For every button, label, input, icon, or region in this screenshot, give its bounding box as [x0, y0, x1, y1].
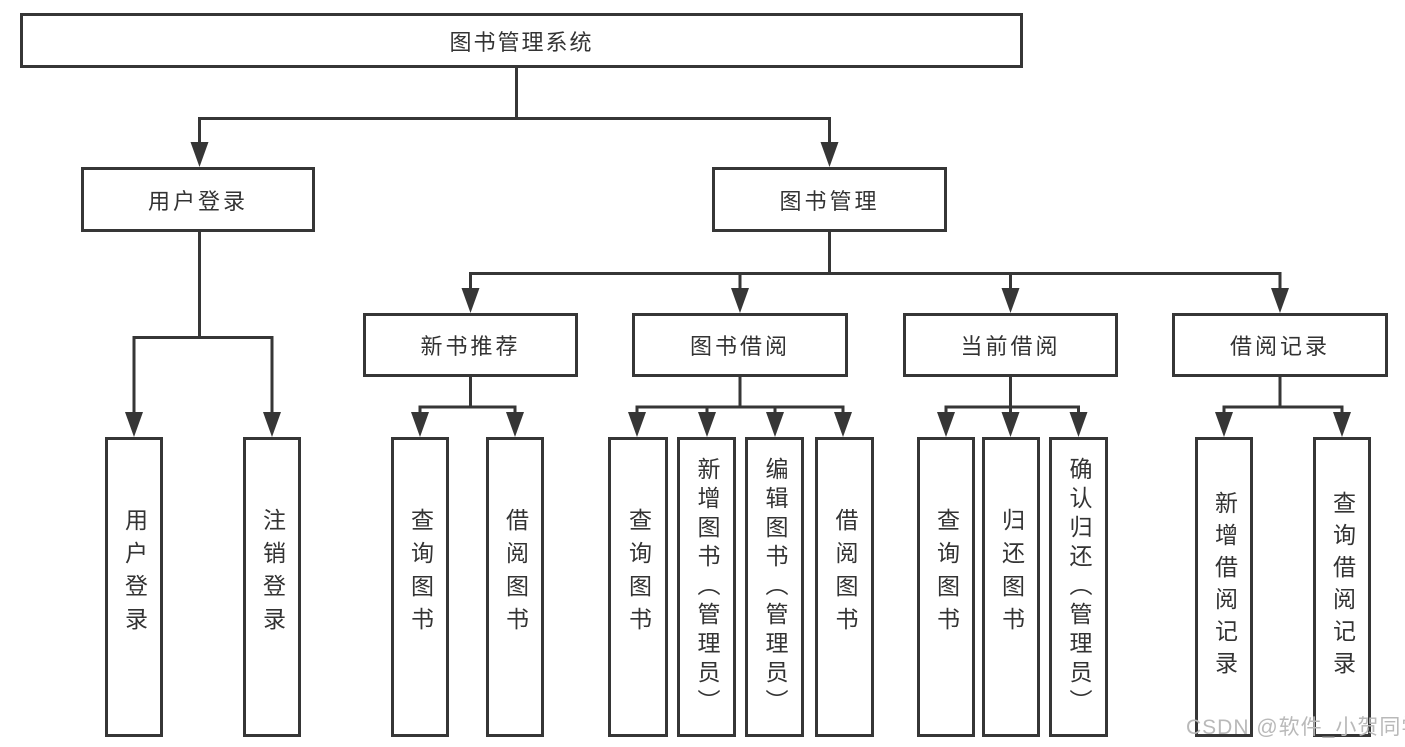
- arrowhead-down: [411, 412, 429, 437]
- arrowhead-down: [125, 412, 143, 437]
- node-label: 归还图书: [998, 508, 1025, 640]
- connector-root-to-level2: [190, 66, 839, 167]
- node-label: 借阅图书: [832, 508, 858, 640]
- node-new-book-recommend: 新书推荐: [363, 313, 578, 377]
- node-leaf-confirm-return-admin: 确认归还（管理员）: [1049, 437, 1108, 737]
- node-label: 图书管理: [779, 188, 880, 214]
- node-label: 新增图书（管理员）: [694, 456, 720, 718]
- arrowhead-down: [766, 412, 784, 437]
- node-label: 借阅记录: [1229, 334, 1330, 359]
- node-leaf-edit-books-admin: 编辑图书（管理员）: [745, 437, 804, 737]
- node-label: 新书推荐: [420, 334, 521, 359]
- arrowhead-down: [461, 288, 480, 313]
- arrowhead-down: [937, 412, 955, 437]
- node-leaf-query-borrow-record: 查询借阅记录: [1313, 437, 1371, 737]
- node-label: 借阅图书: [502, 508, 529, 640]
- arrowhead-down: [263, 412, 281, 437]
- node-label: 查询图书: [933, 508, 960, 640]
- node-label: 编辑图书（管理员）: [762, 456, 788, 718]
- node-label: 当前借阅: [960, 334, 1061, 359]
- connector-user-login-children: [125, 230, 281, 437]
- node-leaf-query-books-current: 查询图书: [917, 437, 975, 737]
- node-label: 图书借阅: [689, 334, 790, 359]
- arrowhead-down: [820, 142, 839, 167]
- node-label: 查询图书: [625, 508, 652, 640]
- connector-borrow-records-children: [1215, 375, 1351, 437]
- connector-book-management-children: [461, 230, 1289, 313]
- node-label: 新增借阅记录: [1211, 491, 1238, 683]
- node-leaf-query-books-borrow: 查询图书: [608, 437, 668, 737]
- node-current-borrow: 当前借阅: [903, 313, 1118, 377]
- arrowhead-down: [190, 142, 209, 167]
- node-leaf-return-books: 归还图书: [982, 437, 1040, 737]
- arrowhead-down: [1215, 412, 1233, 437]
- node-label: 确认归还（管理员）: [1066, 456, 1092, 718]
- csdn-watermark: CSDN @软件_小贺同学: [1186, 716, 1405, 739]
- arrowhead-down: [834, 412, 852, 437]
- arrowhead-down: [1333, 412, 1351, 437]
- connector-new-book-children: [411, 375, 524, 437]
- arrowhead-down: [731, 288, 749, 313]
- arrowhead-down: [506, 412, 524, 437]
- node-book-borrow: 图书借阅: [632, 313, 848, 377]
- node-label: 用户登录: [121, 508, 148, 640]
- arrowhead-down: [628, 412, 646, 437]
- node-leaf-add-borrow-record: 新增借阅记录: [1195, 437, 1253, 737]
- node-leaf-user-login: 用户登录: [105, 437, 163, 737]
- node-book-management: 图书管理: [712, 167, 947, 232]
- node-user-login: 用户登录: [81, 167, 315, 232]
- arrowhead-down: [1271, 288, 1289, 313]
- node-leaf-add-books-admin: 新增图书（管理员）: [677, 437, 736, 737]
- node-label: 图书管理系统: [449, 29, 594, 55]
- node-label: 用户登录: [147, 188, 248, 214]
- arrowhead-down: [1001, 412, 1020, 437]
- connector-current-borrow-children: [937, 375, 1088, 437]
- arrowhead-down: [698, 412, 716, 437]
- node-label: 注销登录: [259, 508, 286, 640]
- connector-book-borrow-children: [628, 375, 852, 437]
- node-borrow-records: 借阅记录: [1172, 313, 1388, 377]
- node-leaf-query-books-recommend: 查询图书: [391, 437, 449, 737]
- node-root-system: 图书管理系统: [20, 13, 1023, 68]
- node-leaf-borrow-books-recommend: 借阅图书: [486, 437, 544, 737]
- node-label: 查询图书: [407, 508, 434, 640]
- arrowhead-down: [1069, 412, 1088, 437]
- node-label: 查询借阅记录: [1329, 491, 1356, 683]
- node-leaf-borrow-books: 借阅图书: [815, 437, 874, 737]
- node-leaf-logout: 注销登录: [243, 437, 301, 737]
- arrowhead-down: [1001, 288, 1020, 313]
